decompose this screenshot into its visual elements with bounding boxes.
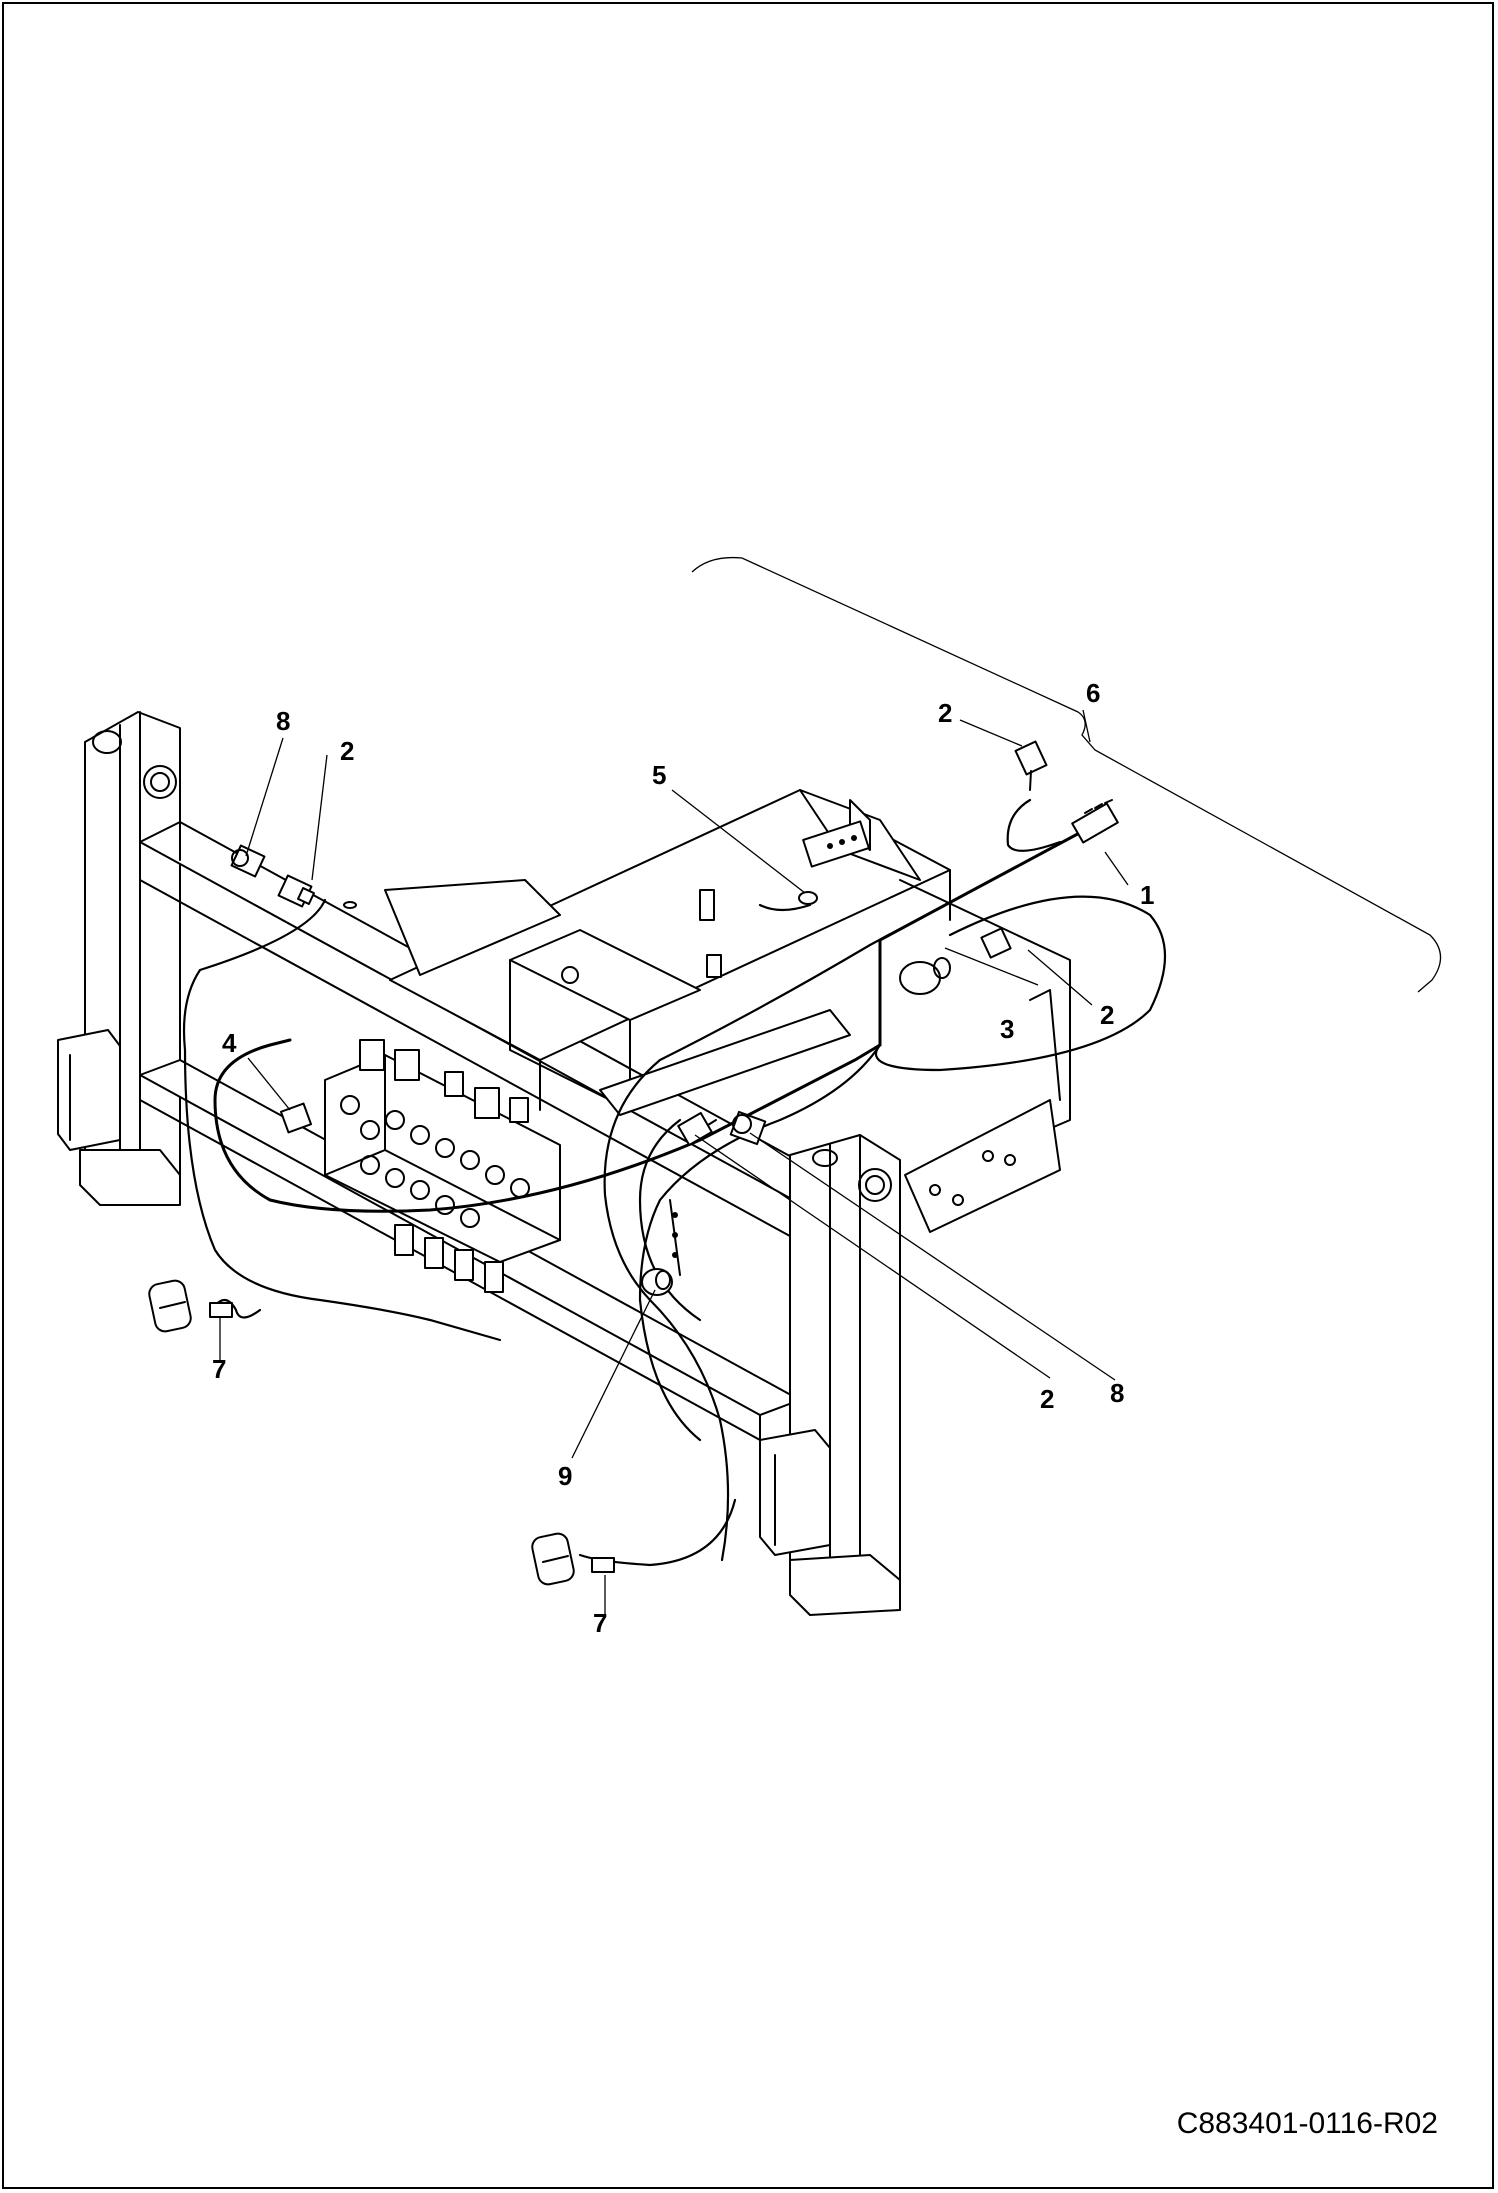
pressure-switch-item-8-left xyxy=(230,844,266,878)
leader-lines xyxy=(219,709,1129,1615)
pressure-switch-item-8-right xyxy=(729,1110,767,1146)
left-upright xyxy=(57,711,181,1206)
foot-switch-item-7-left xyxy=(148,1279,233,1333)
horn-item-3 xyxy=(899,957,951,995)
foot-switch-item-7-right xyxy=(531,1532,615,1586)
connector-item-2-upper xyxy=(1014,740,1048,791)
connector-item-4 xyxy=(279,1102,313,1134)
right-upright xyxy=(669,1134,901,1616)
callout-1: 1 xyxy=(1140,880,1154,910)
connector-item-1 xyxy=(1071,799,1119,844)
callout-2-upper: 2 xyxy=(938,698,952,728)
ground-terminal-item-5 xyxy=(798,891,818,905)
connector-item-2-right xyxy=(980,927,1012,959)
wiring-harness xyxy=(182,798,1166,1567)
callout-2-lower: 2 xyxy=(1040,1384,1054,1414)
floor-plate xyxy=(343,879,851,1116)
callout-8-lower: 8 xyxy=(1110,1378,1124,1408)
callout-5: 5 xyxy=(652,760,666,790)
document-code: C883401-0116-R02 xyxy=(1176,2107,1438,2140)
callout-7-right: 7 xyxy=(593,1608,607,1638)
callout-6: 6 xyxy=(1086,678,1100,708)
callout-2-left: 2 xyxy=(340,736,354,766)
platform-outline xyxy=(691,556,1442,993)
switch-item-9 xyxy=(641,1268,673,1296)
callout-8-left: 8 xyxy=(276,706,290,736)
callout-7-left: 7 xyxy=(212,1354,226,1384)
connector-item-2-left xyxy=(277,874,315,908)
callout-2-right: 2 xyxy=(1100,1000,1114,1030)
callout-9: 9 xyxy=(558,1461,572,1491)
callout-4: 4 xyxy=(222,1028,237,1058)
callout-3: 3 xyxy=(1000,1014,1014,1044)
control-valve-block xyxy=(324,1039,561,1293)
